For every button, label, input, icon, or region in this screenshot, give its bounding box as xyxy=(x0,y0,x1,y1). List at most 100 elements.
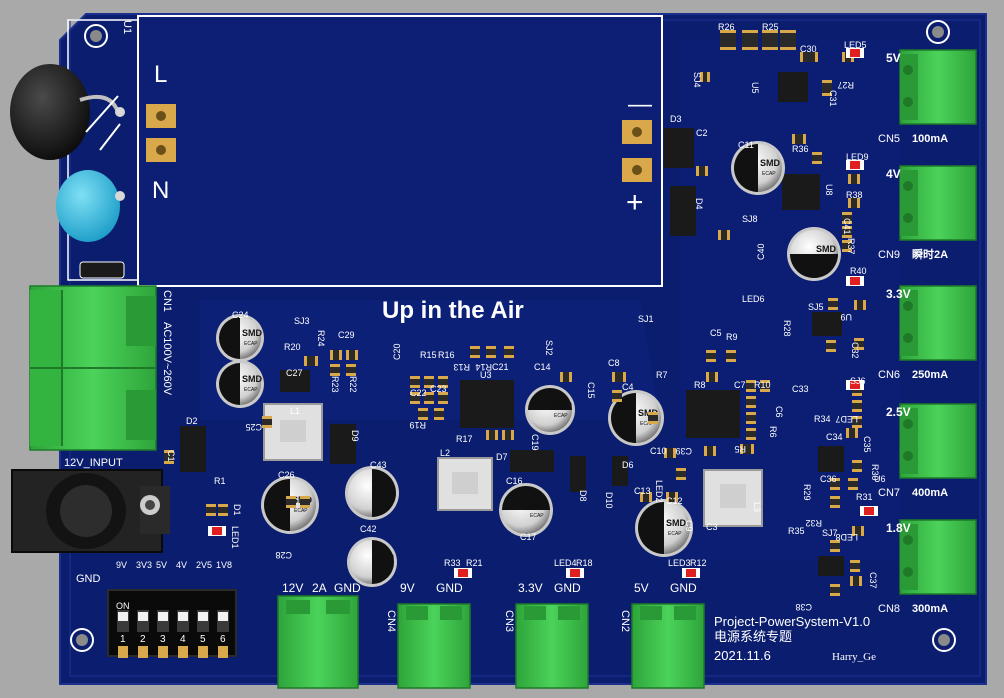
smd-component xyxy=(742,30,758,50)
designator: R6 xyxy=(768,426,778,438)
smd-component xyxy=(828,298,838,310)
designator: C42 xyxy=(360,524,377,534)
dip-switch-number: 3 xyxy=(160,634,166,645)
designator: R18 xyxy=(576,558,593,568)
dip-key-actuator xyxy=(198,612,208,621)
project-author: Harry_Ge xyxy=(832,651,876,663)
capacitor-brand: SMD xyxy=(552,400,573,410)
designator: R13 xyxy=(453,362,470,372)
designator: D10 xyxy=(604,492,614,509)
smd-component xyxy=(850,560,860,572)
mains-label-n: N xyxy=(152,177,169,204)
smd-component xyxy=(424,392,434,404)
terminal-voltage-label: 5V xyxy=(886,51,901,65)
led xyxy=(208,526,226,536)
smd-component xyxy=(330,350,342,360)
smd-component xyxy=(648,412,658,424)
project-subtitle: 电源系统专题 xyxy=(714,629,792,644)
terminal-block[interactable] xyxy=(899,519,977,595)
smd-component xyxy=(740,444,754,454)
acdc-module-outline xyxy=(137,15,663,287)
led xyxy=(454,568,472,578)
designator: C37 xyxy=(868,572,878,589)
smd-component xyxy=(560,372,572,382)
smd-component xyxy=(854,338,864,350)
dip-switch-number: 4 xyxy=(180,634,186,645)
acdc-module-pads xyxy=(146,104,652,182)
capacitor-sub: ECAP xyxy=(554,413,568,419)
designator: SJ4 xyxy=(692,72,702,88)
terminal-block[interactable] xyxy=(899,403,977,479)
terminal-block[interactable] xyxy=(515,603,589,689)
dip-switch[interactable] xyxy=(107,589,237,658)
dc-jack[interactable] xyxy=(11,469,170,553)
electrolytic-capacitors: SMDECAPSMDECAPSMDECAPSMDECAPSMDECAPSMDEC… xyxy=(216,141,841,587)
smd-component xyxy=(410,392,420,404)
terminal-block[interactable] xyxy=(899,285,977,361)
smd-component xyxy=(666,492,678,502)
fuse xyxy=(79,261,125,279)
designator: LED9 xyxy=(846,152,869,162)
dip-switch-label: 3V3 xyxy=(136,560,152,570)
capacitor-sub: ECAP xyxy=(668,531,682,537)
designator: C15 xyxy=(586,382,596,399)
led xyxy=(860,506,878,516)
terminal-block[interactable] xyxy=(899,165,977,241)
smd-component xyxy=(434,408,444,420)
terminal-block[interactable] xyxy=(397,603,471,689)
cn1-description: AC100V~260V xyxy=(161,322,173,396)
terminal-12v-output[interactable] xyxy=(277,595,359,689)
designator: C17 xyxy=(520,532,537,542)
capacitor-sub: ECAP xyxy=(376,496,390,502)
u1-label: U1 xyxy=(121,20,133,34)
designator: C14 xyxy=(534,362,551,372)
designator: D6 xyxy=(622,460,634,470)
smd-component xyxy=(746,380,756,392)
designator: C6 xyxy=(774,406,784,418)
designator: R34 xyxy=(814,414,831,424)
designator: C19 xyxy=(530,434,540,451)
terminal-gnd-label: GND xyxy=(436,581,463,595)
dc-jack-label: 12V_INPUT xyxy=(64,457,123,469)
dip-switch-label: 4V xyxy=(176,560,187,570)
designator: R26 xyxy=(718,22,735,32)
smd-component xyxy=(612,372,626,382)
terminal-voltage-label: 1.8V xyxy=(886,521,911,535)
dip-switch-label: 1V8 xyxy=(216,560,232,570)
capacitor-sub: ECAP xyxy=(762,171,776,177)
terminal-block[interactable] xyxy=(631,603,705,689)
capacitor-brand: SMD xyxy=(816,244,837,254)
electrolytic-capacitor: SMD ECAP xyxy=(525,385,575,435)
smd-component xyxy=(486,346,496,358)
designator: R7 xyxy=(656,370,668,380)
designator: D1 xyxy=(232,504,242,516)
designator: LED1 xyxy=(230,526,240,549)
y-capacitor xyxy=(56,170,120,242)
led xyxy=(846,48,864,58)
terminal-block[interactable] xyxy=(899,49,977,125)
designator: C28 xyxy=(275,550,292,560)
designator: R5 xyxy=(734,444,746,454)
designator: C33 xyxy=(792,384,809,394)
designator: D4 xyxy=(694,198,704,210)
designator: SJ8 xyxy=(742,214,758,224)
designator: C8 xyxy=(608,358,620,368)
designator: U6 xyxy=(874,474,886,484)
project-date: 2021.11.6 xyxy=(714,648,771,663)
capacitor-sub: ECAP xyxy=(530,513,544,519)
smd-component xyxy=(830,540,840,552)
smd-component xyxy=(164,450,174,464)
dip-key-actuator xyxy=(158,612,168,621)
designator: U9 xyxy=(840,312,852,322)
smd-component xyxy=(780,30,796,50)
smd-component xyxy=(726,350,736,362)
designator: C26 xyxy=(278,470,295,480)
designator: C20 xyxy=(392,343,402,360)
designator: C5 xyxy=(710,328,722,338)
cn1-terminal-block[interactable] xyxy=(29,285,157,451)
